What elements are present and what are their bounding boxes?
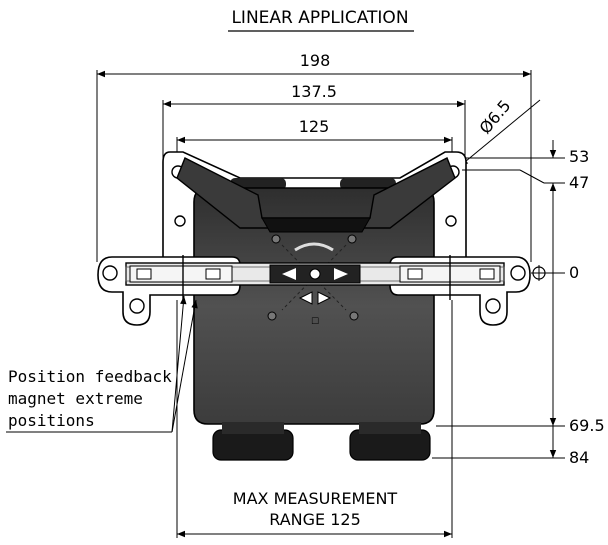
dim-overall-width-label: 198 (300, 51, 331, 70)
tick-47: 47 (569, 173, 589, 192)
top-knob-left (230, 178, 286, 190)
dim-body-width-label: 125 (299, 117, 330, 136)
tick-84: 84 (569, 448, 589, 467)
bolt-top-right (347, 234, 357, 244)
diagram-title: LINEAR APPLICATION (231, 8, 408, 28)
bolt-top-center (271, 234, 281, 244)
tick-53: 53 (569, 147, 589, 166)
sensor-drawing: ☐ (97, 151, 531, 461)
range-label-line-2: RANGE 125 (269, 510, 361, 529)
top-brace (176, 157, 456, 229)
dim-overall-width: 198 (96, 51, 532, 262)
magnet-position-note: Position feedback magnet extreme positio… (6, 295, 198, 433)
connector-right (349, 429, 431, 461)
dim-hole-diameter: Ø6.5 (459, 96, 541, 167)
dim-hole-diameter-label: Ø6.5 (476, 96, 515, 137)
tick-0: 0 (569, 263, 579, 282)
dim-body-width: 125 (176, 117, 453, 168)
dim-mount-spacing: 137.5 (162, 82, 466, 168)
bolt-bottom-left (267, 311, 277, 321)
bolt-bottom-right (349, 311, 359, 321)
dim-mount-spacing-label: 137.5 (291, 82, 337, 101)
tick-69-5: 69.5 (569, 416, 605, 435)
dim-measurement-range: MAX MEASUREMENT RANGE 125 (176, 300, 453, 538)
dim-right-side: 53 47 0 69.5 84 (432, 140, 605, 467)
range-label-line-1: MAX MEASUREMENT (233, 489, 398, 508)
note-line-1: Position feedback (8, 367, 172, 386)
plate-hole-ml (174, 215, 186, 227)
note-line-2: magnet extreme (8, 389, 143, 408)
note-line-3: positions (8, 411, 95, 430)
top-knob-right (340, 178, 396, 190)
connector-left (212, 429, 294, 461)
plate-hole-mr (445, 215, 457, 227)
svg-text:☐: ☐ (311, 317, 319, 327)
